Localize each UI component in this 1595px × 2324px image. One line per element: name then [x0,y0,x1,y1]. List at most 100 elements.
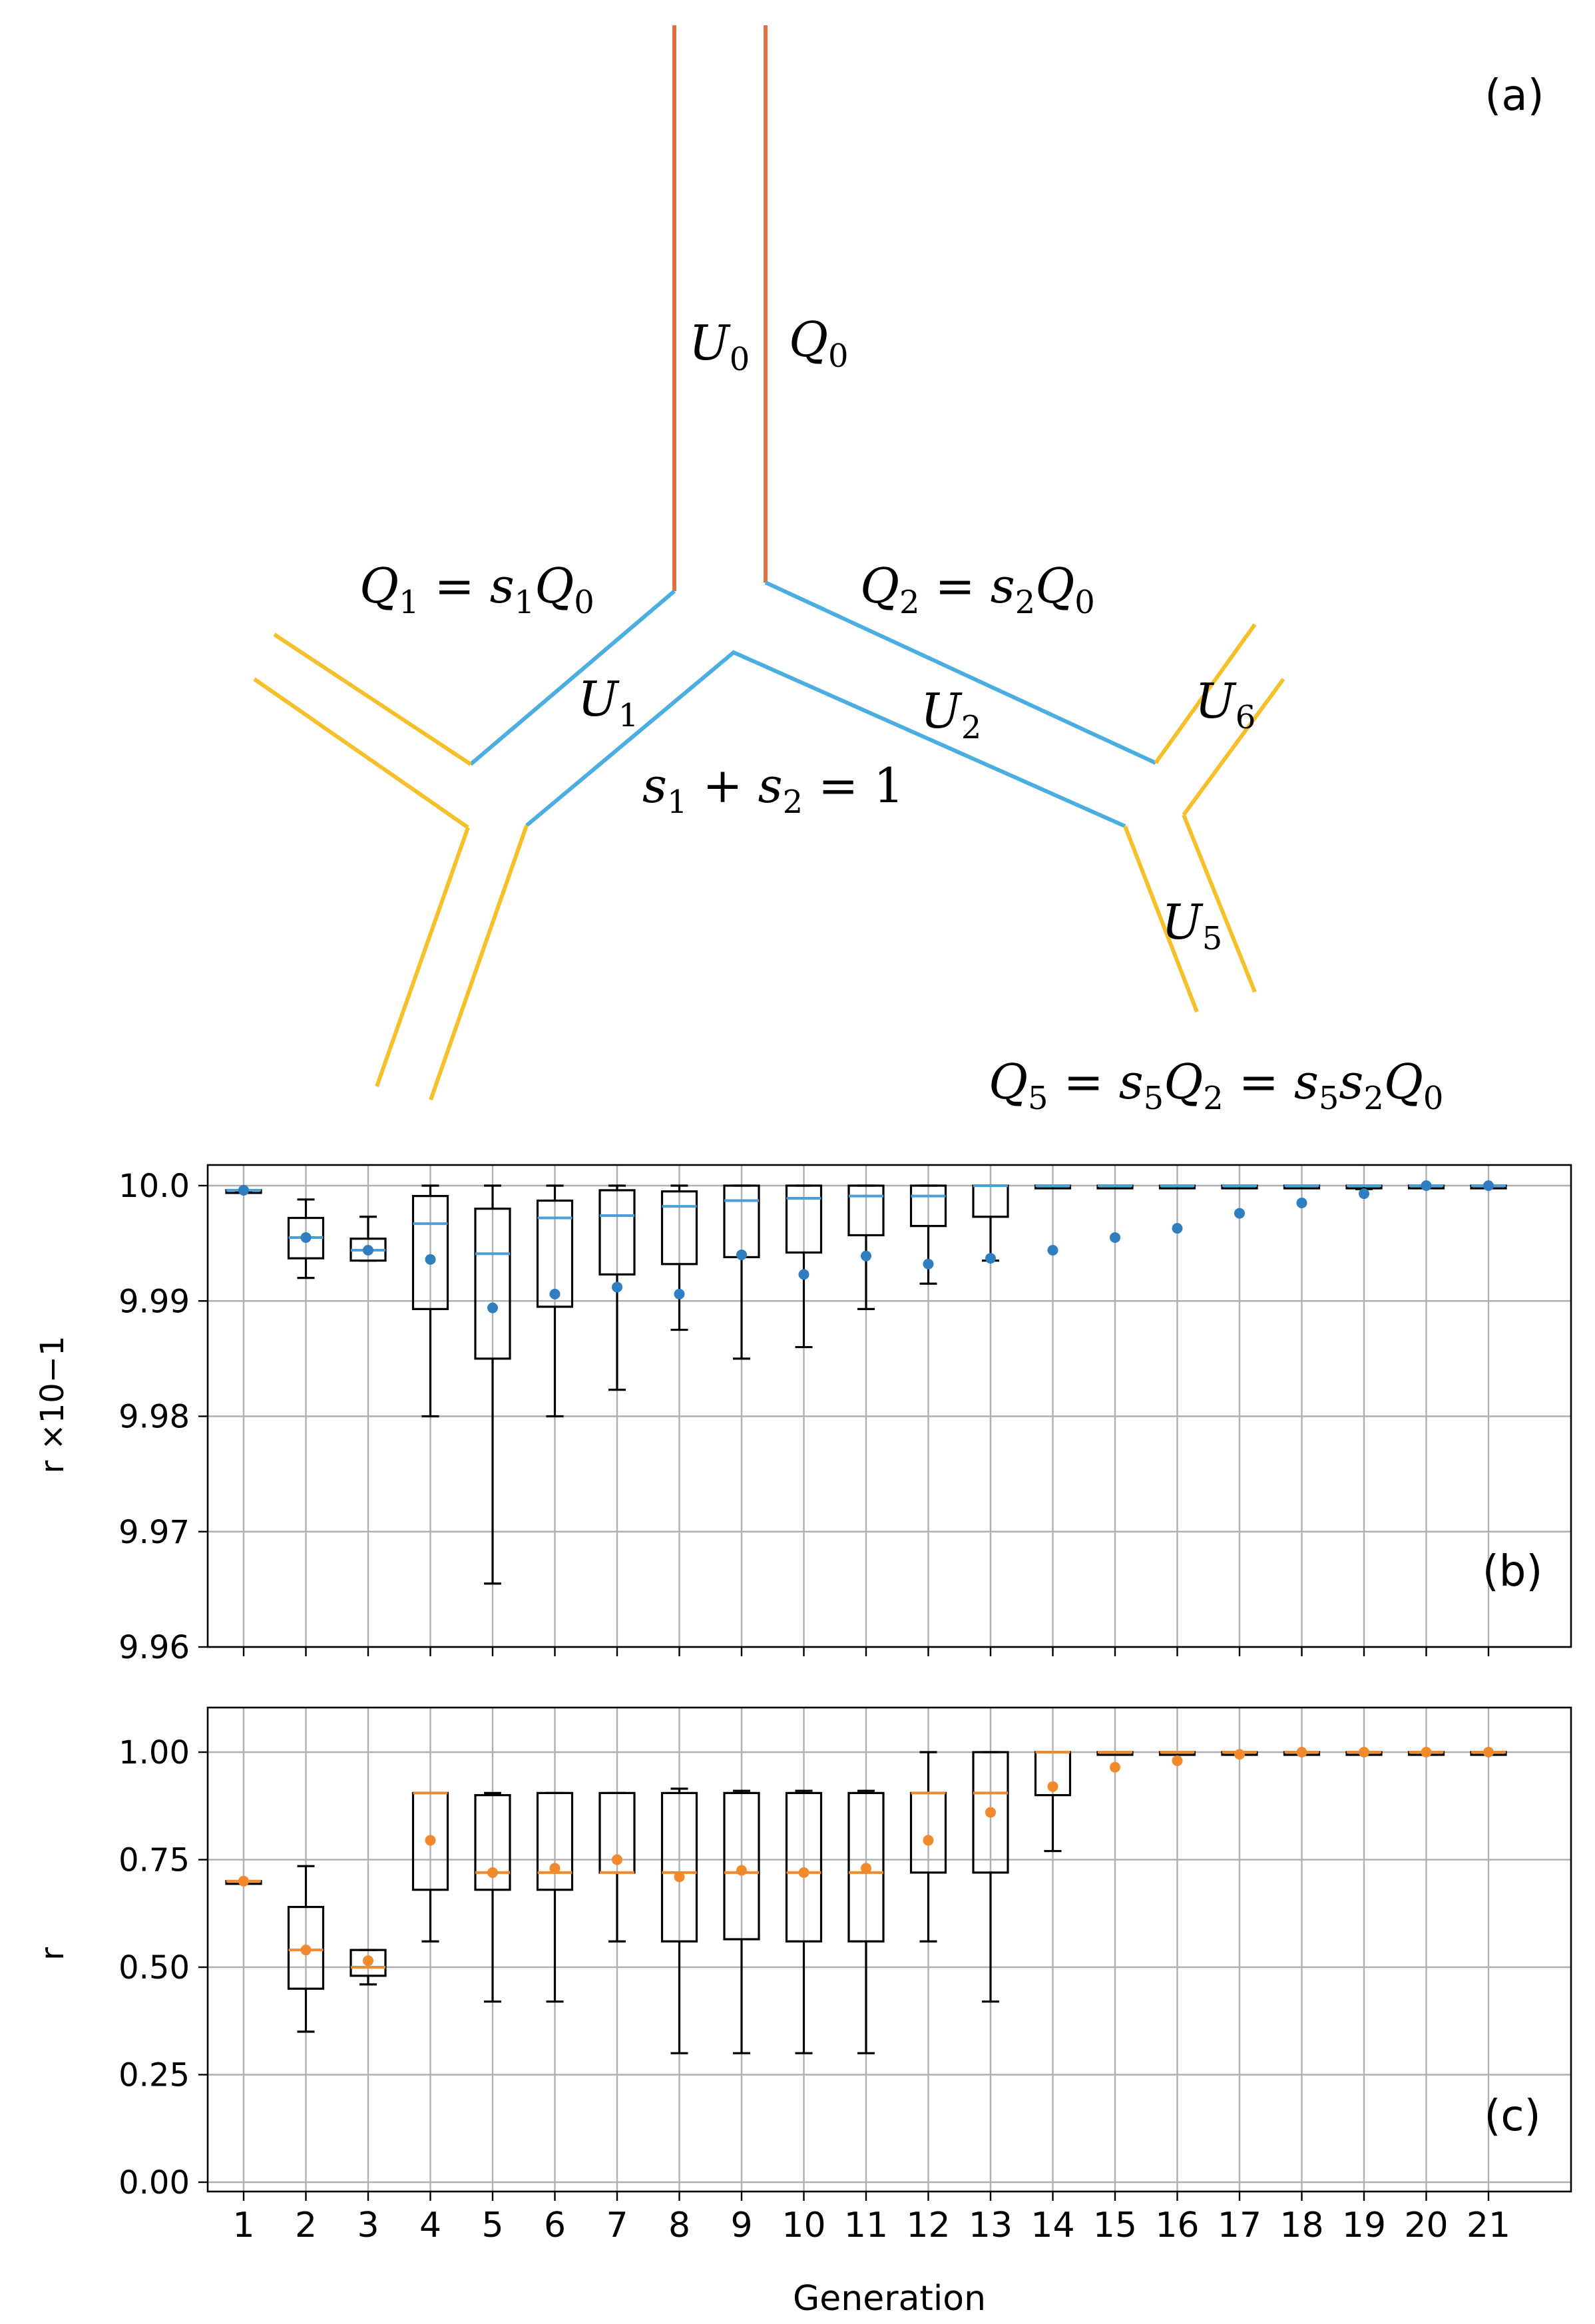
mean-marker [1234,1208,1245,1219]
chart-b-frame [206,1164,1572,1648]
box-generation-11 [847,1789,885,2054]
mean-marker [861,1250,871,1262]
mean-marker [363,1955,373,1967]
branch-1-inner-wall [525,650,1126,828]
mean-marker [1047,1781,1058,1792]
box-iqr [474,1794,511,1891]
mean-marker [736,1865,747,1876]
xtick-label: 11 [844,2206,888,2245]
xtick-label: 9 [730,2206,752,2245]
mean-marker [674,1288,685,1299]
box-generation-15 [1096,1751,1134,1773]
mean-marker [1110,1761,1120,1773]
mean-marker [425,1254,436,1265]
mean-marker [736,1249,747,1260]
xtick-label: 15 [1093,2206,1137,2245]
label-Q1: Q1 = s1Q0 [359,558,594,621]
ytick-label: 0.25 [118,2057,190,2094]
mean-marker [1421,1180,1432,1191]
gen2-right-wall-d [1123,825,1199,1013]
mean-marker [363,1245,373,1256]
bifurcation-diagram: (a) U0 Q0 Q1 = s1Q0 Q2 = s2Q0 U1 U2 U6 U… [253,25,1544,1117]
box-iqr [411,1194,449,1310]
xtick-label: 20 [1404,2206,1448,2245]
mean-marker [238,1875,249,1887]
mean-marker [1359,1747,1369,1757]
xtick-label: 2 [295,2206,317,2245]
mean-marker [985,1807,996,1818]
mean-marker [487,1302,498,1313]
box-generation-1 [225,1875,262,1887]
box-iqr [847,1791,885,1943]
box-generation-13 [972,1184,1009,1264]
box-generation-1 [225,1184,262,1196]
ytick-label: 9.99 [118,1283,190,1320]
box-generation-18 [1283,1747,1321,1757]
gen2-left-wall-a [273,632,472,766]
mean-marker [1421,1747,1432,1757]
xtick-label: 6 [544,2206,566,2245]
chart-c-yticks: 0.000.250.500.751.00 [118,1734,208,2202]
label-U5: U5 [1162,894,1222,957]
box-generation-4 [411,1791,449,1943]
mean-marker [674,1871,685,1883]
xtick-label: 19 [1342,2206,1386,2245]
xtick-label: 16 [1155,2206,1199,2245]
box-generation-18 [1283,1184,1321,1208]
box-generation-12 [909,1184,947,1285]
mean-marker [798,1269,809,1280]
box-generation-9 [723,1789,760,2054]
ytick-label: 9.98 [118,1399,190,1436]
branch-1-outer-wall [469,589,676,766]
box-iqr [287,1905,325,1990]
xtick-label: 3 [357,2206,379,2245]
label-U0: U0 [689,315,750,378]
ytick-label: 0.00 [118,2164,190,2202]
box-generation-17 [1221,1749,1258,1760]
box-generation-3 [349,1216,387,1262]
ytick-label: 10.0 [118,1168,190,1205]
chart-c-frame [206,1706,1572,2193]
gen2-right-wall-c [1182,813,1257,993]
mean-marker [612,1854,622,1865]
box-iqr [723,1791,760,1941]
box-generation-8 [660,1184,698,1331]
chart-b-xticks [242,1647,1490,1656]
mean-marker [1296,1197,1307,1208]
label-U1: U1 [578,671,638,734]
mean-marker [425,1835,436,1846]
box-generation-20 [1407,1180,1445,1191]
label-s-sum: s1 + s2 = 1 [642,758,904,821]
box-iqr [598,1189,636,1276]
box-generation-6 [536,1184,574,1418]
label-U6: U6 [1195,673,1255,736]
label-Q2: Q2 = s2Q0 [860,558,1095,621]
xtick-label: 4 [419,2206,441,2245]
box-iqr [349,1949,387,1977]
mean-marker [1483,1180,1494,1191]
ytick-label: 9.96 [118,1629,190,1666]
xtick-label: 5 [481,2206,503,2245]
gen2-right-wall-b [1182,678,1285,816]
mean-marker [300,1945,312,1956]
gen2-right-wall-a [1154,623,1257,764]
box-generation-7 [598,1791,636,1943]
label-Q0: Q0 [789,312,849,375]
box-generation-19 [1345,1747,1383,1757]
chart-b-panel-label: (b) [1482,1547,1543,1596]
ytick-label: 9.97 [118,1514,190,1551]
xtick-label: 8 [668,2206,690,2245]
box-generation-9 [723,1184,760,1360]
branch-2-outer-wall [764,581,1157,765]
mean-marker [923,1258,934,1270]
mean-marker [549,1288,561,1299]
mean-marker [1234,1749,1245,1760]
box-generation-6 [536,1791,574,2003]
mean-marker [300,1232,312,1243]
chart-c-panel-label: (c) [1484,2092,1540,2141]
gen2-left-wall-d [429,825,529,1100]
xtick-label: 17 [1218,2206,1261,2245]
box-generation-16 [1158,1751,1196,1766]
ytick-label: 1.00 [118,1734,190,1771]
